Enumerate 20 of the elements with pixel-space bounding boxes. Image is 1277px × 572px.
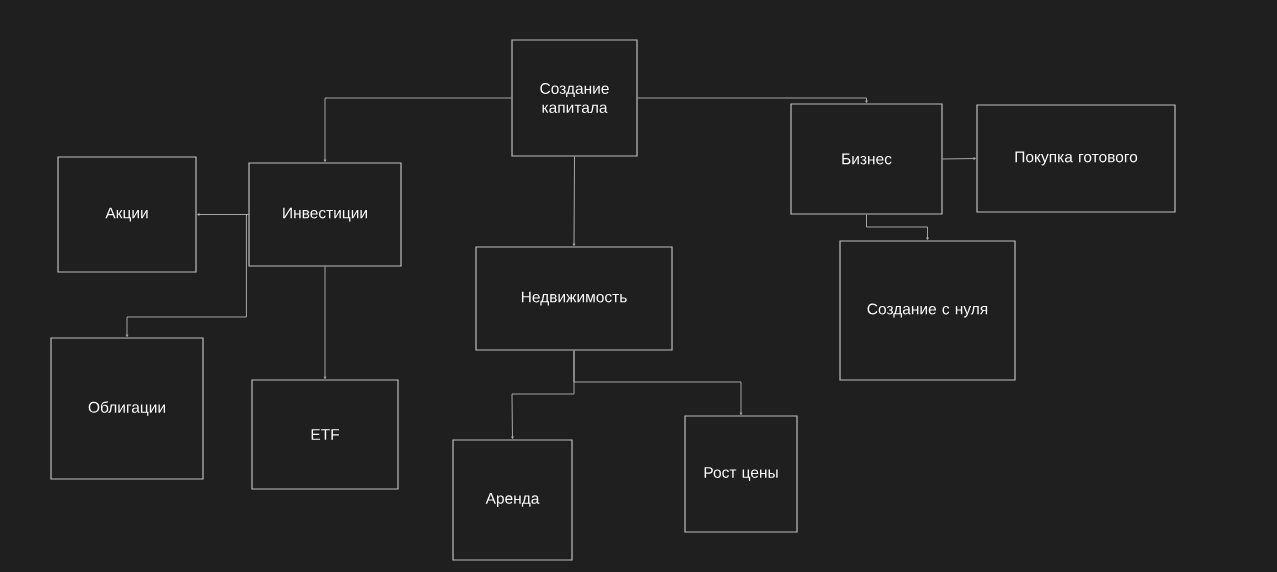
process-box: Бизнес [790,103,943,215]
process-box: Рост цены [684,415,798,533]
arrow [125,214,249,338]
process-box: ETF [251,379,399,490]
arrow [323,266,327,380]
process-box: Облигации [50,337,204,480]
process-box: Создание с нуля [839,240,1016,381]
arrow [323,97,512,163]
process-box: Акции [57,156,197,273]
arrow [866,214,929,241]
process-box: Инвестиции [248,162,402,267]
process-box: Создание капитала [511,39,638,157]
process-box: Аренда [452,439,573,561]
arrow [196,213,249,216]
arrow [637,97,868,104]
arrow [573,350,743,416]
process-box: Недвижимость [475,246,673,351]
arrow [572,156,576,247]
arrow [942,157,977,160]
process-box: Покупка готового [976,104,1176,213]
